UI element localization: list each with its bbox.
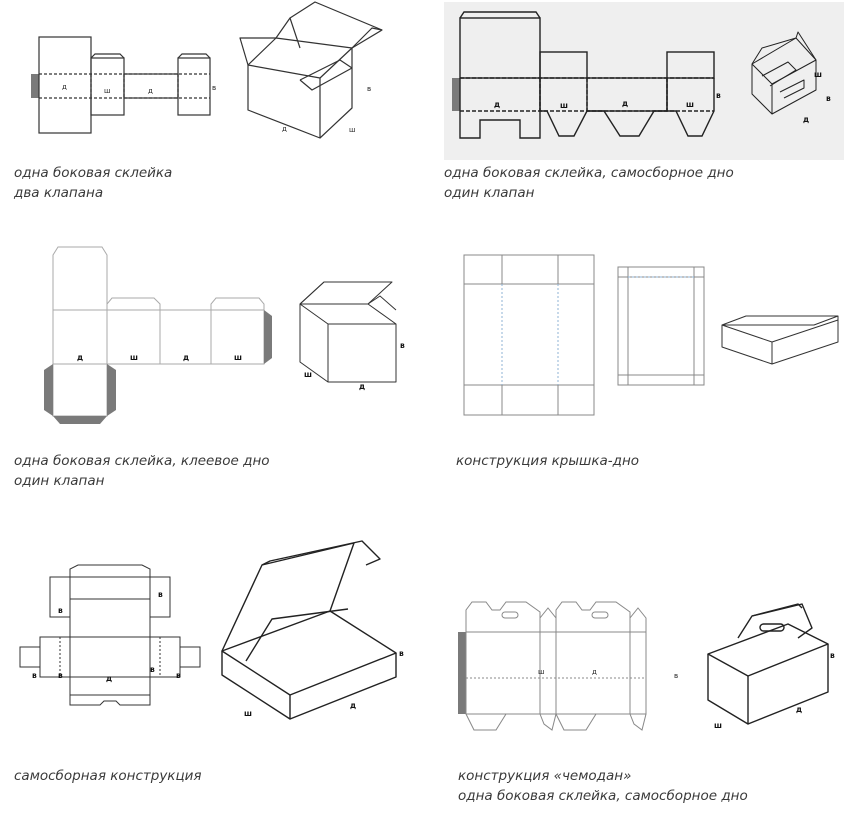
- box-label: д: [796, 705, 802, 714]
- flat-label: д: [592, 668, 597, 676]
- flat-label: ш: [686, 100, 694, 109]
- caption-item-3: одна боковая склейка, клеевое дно один к…: [14, 451, 270, 491]
- diagram-suitcase: ш д в в ш д: [440, 590, 847, 760]
- box-label: ш: [304, 370, 312, 379]
- box-label: в: [399, 649, 404, 658]
- flat-label: д: [183, 353, 189, 362]
- box-label: ш: [244, 709, 252, 718]
- flat-layout: [52, 246, 265, 417]
- flat-label: ш: [560, 101, 568, 110]
- caption-line: одна боковая склейка: [14, 165, 173, 181]
- caption-line: самосборная конструкция: [14, 768, 202, 784]
- flat-label: в: [150, 665, 155, 674]
- flat-lid: [463, 254, 595, 416]
- box-3d: [721, 315, 839, 365]
- flat-layout: [19, 564, 201, 706]
- panel2-svg: д ш д ш в ш в д: [452, 11, 831, 139]
- box-label: в: [826, 94, 831, 103]
- flat-label: д: [77, 353, 83, 362]
- diagram-one-side-glue-glued-bottom: д ш д ш в ш д: [0, 230, 430, 440]
- caption-item-6: конструкция «чемодан» одна боковая склей…: [458, 766, 748, 806]
- flat-label: в: [212, 84, 216, 92]
- flat-label: д: [494, 100, 500, 109]
- flat-label: д: [106, 674, 112, 683]
- caption-line: конструкция крышка-дно: [456, 453, 640, 469]
- glue-tab: [107, 364, 116, 416]
- box-label: д: [350, 701, 356, 710]
- flat-layout: [31, 36, 211, 134]
- flat-label: ш: [130, 353, 138, 362]
- panel3-svg: д ш д ш в ш д: [44, 246, 405, 424]
- caption-line: два клапана: [14, 185, 104, 201]
- caption-line: конструкция «чемодан»: [458, 768, 632, 784]
- box-label: ш: [814, 70, 822, 79]
- diagram-self-assembly: в в в в в д в в ш д: [0, 535, 430, 765]
- flat-label: в: [716, 91, 721, 100]
- box-label: в: [367, 85, 371, 93]
- flat-label: ш: [234, 353, 242, 362]
- box-3d: [707, 603, 829, 725]
- panel5-svg: в в в в в д в в ш д: [19, 540, 404, 720]
- flat-label: в: [158, 590, 163, 599]
- flat-label: д: [62, 83, 67, 91]
- glue-tab: [44, 364, 53, 416]
- box-label: д: [803, 115, 809, 124]
- glue-tab: [458, 632, 466, 714]
- box-label: д: [359, 382, 365, 391]
- box-label: д: [282, 125, 287, 133]
- glue-tab: [53, 416, 107, 424]
- box-3d: [751, 31, 817, 115]
- flat-label: ш: [538, 668, 544, 676]
- flat-label: д: [622, 99, 628, 108]
- diagram-lid-and-bottom: [440, 240, 847, 430]
- caption-item-2: одна боковая склейка, самосборное дно од…: [444, 163, 734, 203]
- caption-line: один клапан: [14, 473, 105, 489]
- caption-line: одна боковая склейка, самосборное дно: [458, 788, 748, 804]
- glue-tab: [31, 74, 39, 98]
- glue-tab: [264, 310, 272, 364]
- caption-item-1: одна боковая склейка два клапана: [14, 163, 172, 203]
- caption-line: одна боковая склейка, клеевое дно: [14, 453, 270, 469]
- flat-label: ш: [104, 87, 110, 95]
- panel1-svg: д ш д в в д ш: [31, 1, 383, 139]
- panel6-svg: ш д в в ш д: [458, 601, 835, 731]
- box-label: ш: [349, 126, 355, 134]
- caption-line: один клапан: [444, 185, 535, 201]
- box-3d: [239, 1, 383, 139]
- flat-layout: [465, 601, 647, 731]
- flat-label: в: [58, 671, 63, 680]
- box-label: в: [400, 341, 405, 350]
- diagram-one-side-glue-self-lock-bottom: д ш д ш в ш в д: [444, 2, 844, 160]
- caption-item-4: конструкция крышка-дно: [456, 451, 639, 471]
- caption-line: одна боковая склейка, самосборное дно: [444, 165, 734, 181]
- flat-label: д: [148, 87, 153, 95]
- flat-label: в: [58, 606, 63, 615]
- box-label: в: [830, 651, 835, 660]
- flat-label: в: [176, 671, 181, 680]
- glue-tab: [452, 78, 460, 111]
- diagram-one-side-glue-two-flaps: д ш д в в д ш: [0, 0, 430, 210]
- caption-item-5: самосборная конструкция: [14, 766, 202, 786]
- flat-label: в: [674, 672, 678, 680]
- box-label: ш: [714, 721, 722, 730]
- flat-label: в: [32, 671, 37, 680]
- box-3d: [299, 281, 397, 383]
- box-3d: [221, 540, 397, 720]
- flat-layout: [452, 11, 715, 139]
- flat-bottom: [617, 266, 705, 386]
- panel4-svg: [463, 254, 839, 416]
